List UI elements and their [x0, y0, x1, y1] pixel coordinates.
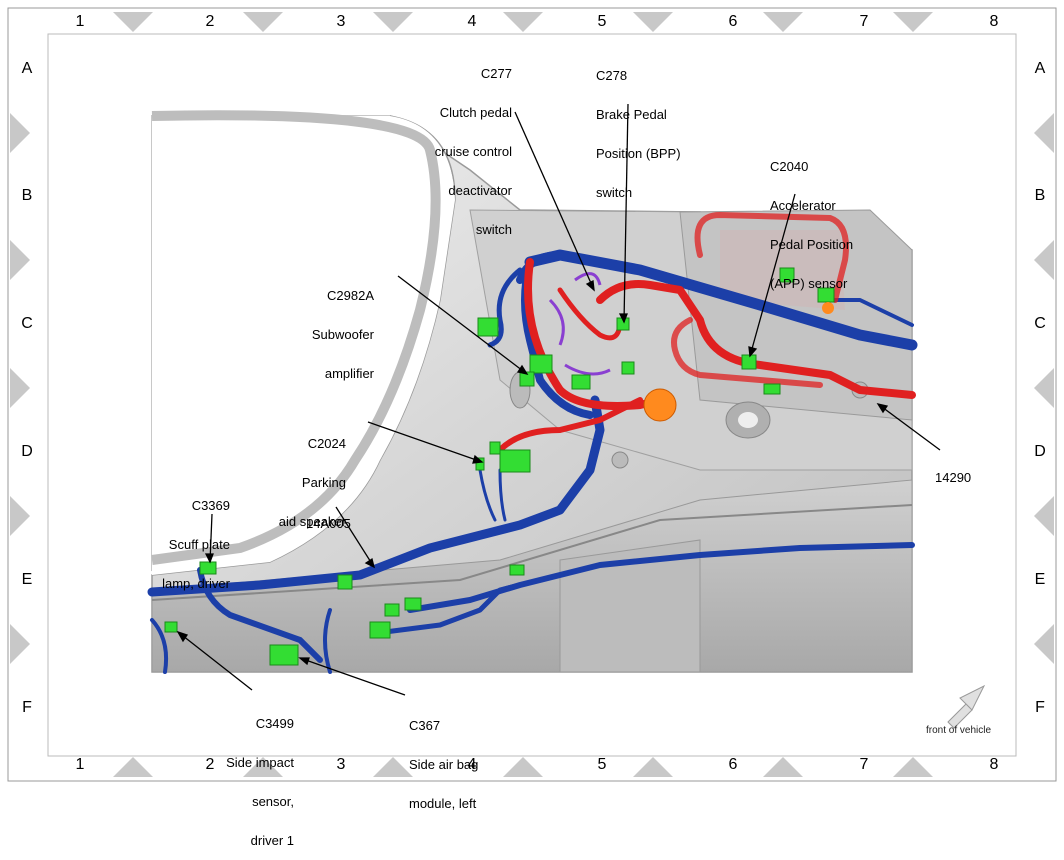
callout-c2024: C2024 Parking aid speaker	[262, 411, 346, 541]
row-label-a-right: A	[1034, 60, 1046, 77]
inner-frame	[47, 33, 1017, 757]
col-label-8-bottom: 8	[989, 756, 999, 773]
orange-resonator	[643, 388, 677, 422]
col-label-1-bottom: 1	[75, 756, 85, 773]
callout-14a005-line: 14A005	[306, 516, 351, 531]
callout-c278-line: switch	[596, 185, 633, 200]
leader-lines	[176, 103, 941, 696]
callout-c3369: C3369 Scuff plate lamp, driver	[144, 473, 230, 603]
row-label-e-left: E	[21, 571, 33, 588]
wiring-location-diagram	[7, 7, 1057, 782]
callout-c3499-line: sensor,	[252, 794, 294, 809]
callout-c3499: C3499 Side impact sensor, driver 1	[206, 691, 294, 860]
callout-c3369-line: C3369	[191, 498, 230, 513]
col-label-3-bottom: 3	[336, 756, 346, 773]
row-label-f-left: F	[22, 699, 32, 716]
col-label-8-top: 8	[989, 13, 999, 30]
callout-14290-line: 14290	[935, 470, 972, 485]
row-label-d-right: D	[1034, 443, 1046, 460]
col-label-1-top: 1	[75, 13, 85, 30]
callout-c277-line: switch	[475, 222, 512, 237]
col-label-5-bottom: 5	[597, 756, 607, 773]
col-label-7-top: 7	[859, 13, 869, 30]
border-markers	[10, 12, 1054, 777]
callout-c3499-line: C3499	[255, 716, 294, 731]
col-label-7-bottom: 7	[859, 756, 869, 773]
callout-c367: C367 Side air bag module, left	[409, 693, 478, 823]
connectors	[164, 267, 835, 666]
callout-c3499-line: Side impact	[226, 755, 294, 770]
diagram-frame	[7, 7, 1057, 782]
col-label-3-top: 3	[336, 13, 346, 30]
callout-c278: C278 Brake Pedal Position (BPP) switch	[596, 43, 681, 212]
row-label-c-right: C	[1034, 315, 1046, 332]
callout-c3369-line: Scuff plate	[168, 537, 230, 552]
front-of-vehicle-label: front of vehicle	[926, 725, 992, 736]
callout-c367-line: Side air bag	[409, 757, 479, 772]
callout-c277-line: deactivator	[448, 183, 512, 198]
front-of-vehicle-arrow-icon	[947, 684, 986, 729]
callout-c278-line: Position (BPP)	[596, 146, 681, 161]
row-label-d-left: D	[21, 443, 33, 460]
callout-c277-line: Clutch pedal	[439, 105, 512, 120]
callout-c2024-line: Parking	[301, 475, 346, 490]
callout-c2040-line: (APP) sensor	[770, 276, 848, 291]
row-label-a-left: A	[21, 60, 33, 77]
col-label-4-bottom: 4	[467, 756, 477, 773]
row-label-b-right: B	[1034, 187, 1046, 204]
callout-c367-line: C367	[409, 718, 441, 733]
row-label-c-left: C	[21, 315, 33, 332]
row-label-b-left: B	[21, 187, 33, 204]
callout-c2982a: C2982A Subwoofer amplifier	[290, 263, 374, 393]
callout-c2040-line: Pedal Position	[770, 237, 854, 252]
callout-14a005: 14A005	[306, 491, 351, 543]
callout-c278-line: Brake Pedal	[596, 107, 667, 122]
col-label-6-top: 6	[728, 13, 738, 30]
callout-c277-line: C277	[480, 66, 512, 81]
callout-c277-line: cruise control	[434, 144, 512, 159]
callout-c2040-line: C2040	[770, 159, 809, 174]
callout-c278-line: C278	[596, 68, 628, 83]
col-label-4-top: 4	[467, 13, 477, 30]
vehicle-body-illustration	[151, 110, 913, 673]
callout-c2024-line: aid speaker	[278, 514, 346, 529]
col-label-2-top: 2	[205, 13, 215, 30]
col-label-2-bottom: 2	[205, 756, 215, 773]
callout-c3499-line: driver 1	[250, 833, 294, 848]
callout-c2024-line: C2024	[307, 436, 346, 451]
callout-c2982a-line: Subwoofer	[311, 327, 374, 342]
col-label-5-top: 5	[597, 13, 607, 30]
callout-14290: 14290	[935, 445, 971, 497]
orange-fitting	[822, 302, 834, 314]
callout-c2040: C2040 Accelerator Pedal Position (APP) s…	[770, 134, 853, 303]
callout-c277: C277 Clutch pedal cruise control deactiv…	[404, 41, 512, 249]
harness-14a005-blue	[147, 249, 918, 674]
callout-c2982a-line: C2982A	[327, 288, 374, 303]
callout-c3369-line: lamp, driver	[162, 576, 230, 591]
callout-c367-line: module, left	[409, 796, 477, 811]
col-label-6-bottom: 6	[728, 756, 738, 773]
purple-branch-wires	[548, 272, 611, 376]
callout-c2982a-line: amplifier	[324, 366, 374, 381]
row-label-f-right: F	[1035, 699, 1045, 716]
callout-c2040-line: Accelerator	[770, 198, 836, 213]
row-label-e-right: E	[1034, 571, 1046, 588]
